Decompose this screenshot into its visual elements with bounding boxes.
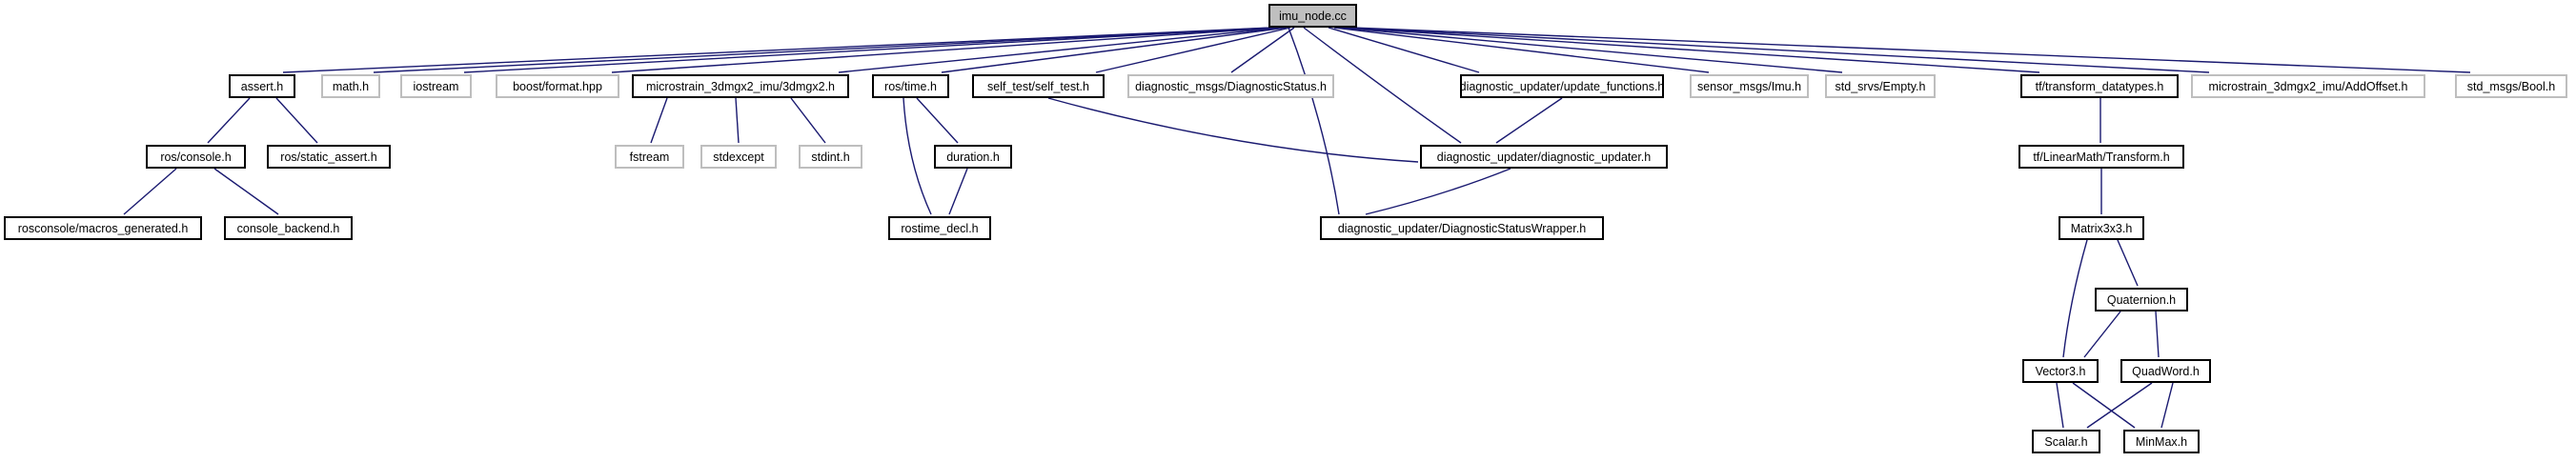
graph-node-iostream: iostream xyxy=(400,74,472,98)
graph-node-rostime_decl[interactable]: rostime_decl.h xyxy=(888,216,991,240)
graph-node-std_bool: std_msgs/Bool.h xyxy=(2455,74,2567,98)
graph-node-stdexcept: stdexcept xyxy=(700,145,777,169)
graph-node-tf_datatypes[interactable]: tf/transform_datatypes.h xyxy=(2020,74,2179,98)
graph-node-tf_transform[interactable]: tf/LinearMath/Transform.h xyxy=(2018,145,2184,169)
edge-quadword-to-minmax xyxy=(2160,382,2174,429)
edge-imu_node_cc-to-assert_h xyxy=(282,27,1273,73)
edge-imu_node_cc-to-boost_format xyxy=(611,27,1281,73)
edge-imu_node_cc-to-math_h xyxy=(373,27,1275,73)
graph-node-update_functions[interactable]: diagnostic_updater/update_functions.h xyxy=(1460,74,1664,98)
edge-imu_node_cc-to-ros_time xyxy=(941,27,1288,73)
edge-ros_time-to-duration_h xyxy=(916,97,959,144)
edge-imu_node_cc-to-mgx2 xyxy=(838,27,1284,73)
graph-node-console_backend[interactable]: console_backend.h xyxy=(224,216,353,240)
edge-quaternion-to-vector3 xyxy=(2083,311,2121,358)
graph-node-imu_node_cc: imu_node.cc xyxy=(1268,4,1357,28)
graph-node-assert_h[interactable]: assert.h xyxy=(229,74,295,98)
graph-node-self_test[interactable]: self_test/self_test.h xyxy=(972,74,1105,98)
edge-duration_h-to-rostime_decl xyxy=(948,168,968,215)
edge-assert_h-to-ros_static_assert xyxy=(275,97,318,144)
graph-node-ros_console[interactable]: ros/console.h xyxy=(146,145,246,169)
edge-quaternion-to-quadword xyxy=(2155,311,2160,358)
graph-node-scalar[interactable]: Scalar.h xyxy=(2032,430,2100,453)
edge-imu_node_cc-to-add_offset xyxy=(1347,27,2210,73)
graph-node-mgx2[interactable]: microstrain_3dmgx2_imu/3dmgx2.h xyxy=(632,74,849,98)
edge-diag_updater-to-wrapper xyxy=(1365,168,1511,215)
edge-mgx2-to-stdexcept xyxy=(735,97,740,144)
graph-node-diag_updater[interactable]: diagnostic_updater/diagnostic_updater.h xyxy=(1420,145,1668,169)
edge-imu_node_cc-to-tf_datatypes xyxy=(1343,27,2040,73)
edge-imu_node_cc-to-std_srvs_empty xyxy=(1339,27,1843,73)
edge-vector3-to-scalar xyxy=(2056,382,2064,429)
graph-node-fstream: fstream xyxy=(615,145,684,169)
graph-node-add_offset: microstrain_3dmgx2_imu/AddOffset.h xyxy=(2191,74,2425,98)
graph-node-wrapper[interactable]: diagnostic_updater/DiagnosticStatusWrapp… xyxy=(1320,216,1604,240)
graph-node-ros_static_assert[interactable]: ros/static_assert.h xyxy=(267,145,391,169)
graph-node-ros_time[interactable]: ros/time.h xyxy=(872,74,949,98)
edge-vector3-to-minmax xyxy=(2072,382,2136,429)
graph-node-std_srvs_empty: std_srvs/Empty.h xyxy=(1825,74,1936,98)
edge-imu_node_cc-to-update_functions xyxy=(1328,27,1480,73)
edge-ros_console-to-macros_generated xyxy=(123,168,177,215)
edge-imu_node_cc-to-iostream xyxy=(463,27,1278,73)
graph-node-minmax[interactable]: MinMax.h xyxy=(2123,430,2200,453)
edge-imu_node_cc-to-wrapper xyxy=(1288,27,1340,215)
edge-imu_node_cc-to-diag_updater xyxy=(1303,27,1462,144)
edge-ros_time-to-rostime_decl xyxy=(903,97,932,215)
edge-assert_h-to-ros_console xyxy=(207,97,251,144)
graph-node-boost_format: boost/format.hpp xyxy=(496,74,619,98)
edge-mgx2-to-fstream xyxy=(650,97,668,144)
edge-self_test-to-diag_updater xyxy=(1047,97,1419,163)
graph-node-duration_h[interactable]: duration.h xyxy=(934,145,1012,169)
graph-node-diag_status: diagnostic_msgs/DiagnosticStatus.h xyxy=(1127,74,1334,98)
graph-node-quadword[interactable]: QuadWord.h xyxy=(2120,359,2211,383)
edge-imu_node_cc-to-self_test xyxy=(1095,27,1291,73)
edge-ros_console-to-console_backend xyxy=(213,168,279,215)
graph-node-stdint_h: stdint.h xyxy=(799,145,862,169)
edge-matrix3x3-to-quaternion xyxy=(2117,239,2139,287)
edge-imu_node_cc-to-sensor_imu xyxy=(1333,27,1710,73)
edge-update_functions-to-diag_updater xyxy=(1495,97,1563,144)
edge-quadword-to-scalar xyxy=(2086,382,2153,429)
graph-node-matrix3x3[interactable]: Matrix3x3.h xyxy=(2059,216,2144,240)
graph-node-quaternion[interactable]: Quaternion.h xyxy=(2095,288,2188,311)
edge-mgx2-to-stdint_h xyxy=(790,97,826,144)
edge-imu_node_cc-to-std_bool xyxy=(1350,27,2471,73)
graph-node-macros_generated[interactable]: rosconsole/macros_generated.h xyxy=(4,216,202,240)
graph-node-sensor_imu: sensor_msgs/Imu.h xyxy=(1690,74,1809,98)
graph-node-math_h: math.h xyxy=(321,74,380,98)
edge-imu_node_cc-to-diag_status xyxy=(1230,27,1295,73)
edge-matrix3x3-to-vector3 xyxy=(2062,239,2088,358)
graph-node-vector3[interactable]: Vector3.h xyxy=(2022,359,2099,383)
